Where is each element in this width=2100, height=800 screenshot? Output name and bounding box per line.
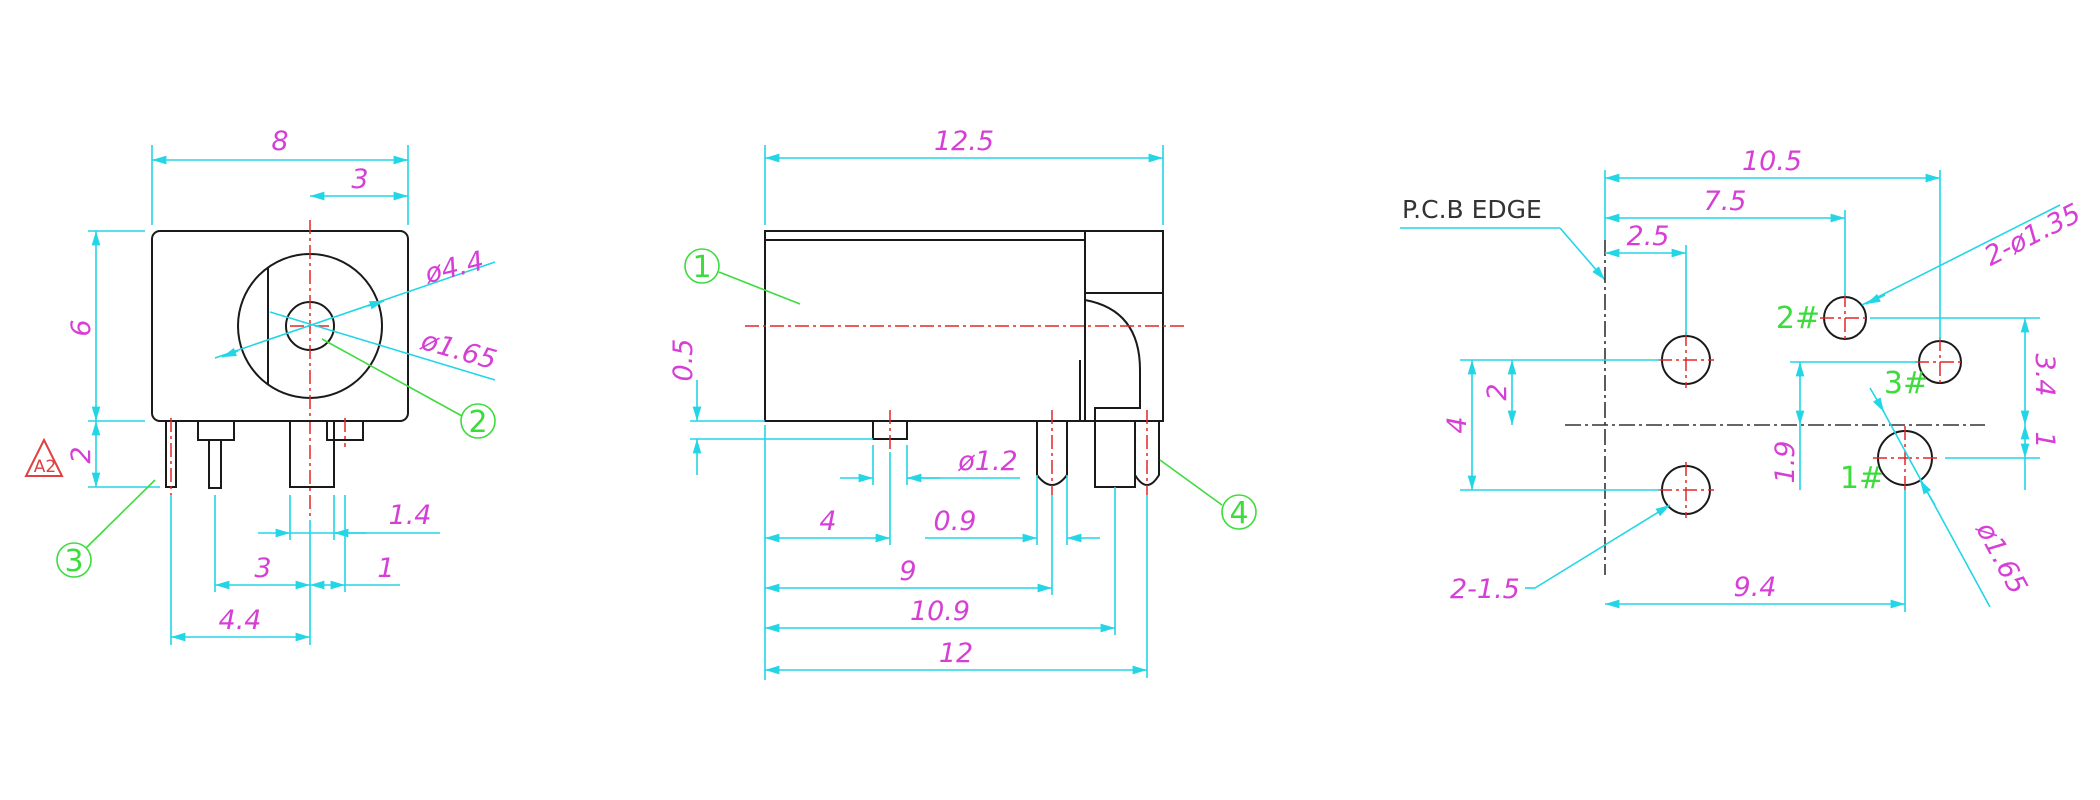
side-view: 12.5 1 0.5 ø1.2 4 4 0.9 9	[668, 126, 1257, 680]
pin-label-3: 3#	[1884, 366, 1928, 401]
dim-1-9: 1.9	[1770, 441, 1801, 484]
pin-label-1: 1#	[1840, 461, 1884, 496]
dim-p44: 4.4	[219, 605, 262, 636]
dim-0-5: 0.5	[668, 339, 699, 382]
pin-left-head	[197, 420, 235, 441]
dim-7-5: 7.5	[1704, 186, 1747, 217]
warning-badge: A2	[34, 457, 56, 477]
svg-text:3: 3	[64, 544, 83, 579]
dim-1-4: 1.4	[389, 500, 432, 531]
dim-4: 4	[819, 506, 836, 537]
dim-2-pcb: 2	[1482, 383, 1513, 400]
leader-2-d135	[1861, 204, 2061, 306]
dim-0-9: 0.9	[934, 506, 977, 537]
svg-text:1: 1	[692, 250, 711, 285]
dim-d12: ø1.2	[957, 446, 1017, 477]
dim-9: 9	[899, 556, 916, 587]
side-pin-rect	[1094, 420, 1136, 488]
svg-text:2: 2	[468, 405, 487, 440]
pin-center	[289, 420, 335, 488]
dim-12-5: 12.5	[934, 126, 994, 157]
left-view: 8 3 6 2 A2 ø4.4 ø1.65 2 3	[24, 126, 500, 645]
pcb-view: P.C.B EDGE 10.5 7.5 2.5	[1400, 146, 2086, 612]
dim-12: 12	[939, 638, 973, 669]
dim-2-d135: 2-ø1.35	[1980, 198, 2086, 273]
dim-8: 8	[271, 126, 288, 157]
dim-4-pcb: 4	[1442, 416, 1473, 433]
dim-10-5: 10.5	[1742, 146, 1802, 177]
balloon-4	[1221, 494, 1257, 530]
balloon-3	[56, 542, 92, 578]
leader-d165	[269, 311, 496, 381]
balloon-1	[684, 248, 720, 284]
dim-2-5: 2.5	[1627, 221, 1670, 252]
dim-3: 3	[351, 164, 368, 195]
pin-left	[208, 439, 222, 489]
dim-d44: ø4.4	[421, 246, 487, 291]
warning-triangle-icon	[24, 437, 64, 477]
svg-text:4: 4	[1229, 496, 1248, 531]
left-body-outline	[151, 230, 409, 422]
balloon-2	[460, 403, 496, 439]
dim-p1: 1	[377, 553, 394, 584]
dim-2-1-5: 2-1.5	[1450, 574, 1520, 605]
leader-d165-pcb	[1879, 404, 1991, 608]
pcb-edge-label: P.C.B EDGE	[1402, 195, 1542, 224]
pin-label-2: 2#	[1776, 301, 1820, 336]
dim-6: 6	[66, 319, 97, 336]
dim-3-4: 3.4	[2029, 354, 2060, 397]
dim-9-4: 9.4	[1734, 572, 1777, 603]
dim-10-9: 10.9	[910, 596, 970, 627]
leader-d44	[214, 261, 496, 359]
dim-p3: 3	[254, 553, 271, 584]
dim-1-pcb: 1	[2029, 431, 2060, 448]
side-curve	[1084, 299, 1141, 421]
dim-2: 2	[66, 446, 97, 463]
